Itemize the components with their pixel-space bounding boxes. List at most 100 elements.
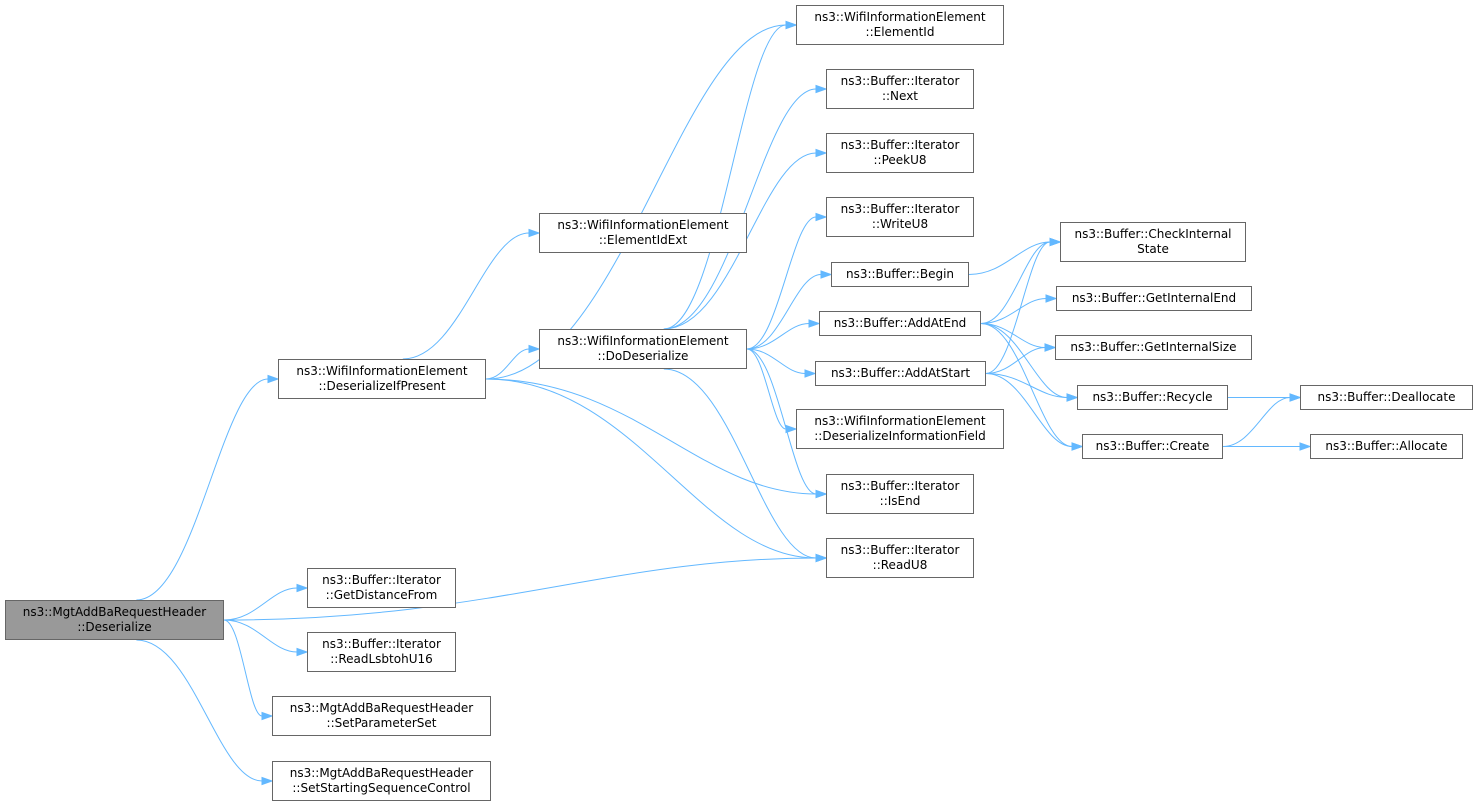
edge-arrowhead: [1066, 393, 1079, 402]
node-label-line: ns3::Buffer::GetInternalEnd: [1071, 291, 1237, 305]
node-label-line: ns3::Buffer::Iterator: [840, 138, 960, 152]
edge-do-deserialize-to-begin: [746, 274, 822, 350]
node-begin[interactable]: ns3::Buffer::Begin: [831, 262, 969, 287]
node-write-u8[interactable]: ns3::Buffer::Iterator::WriteU8: [826, 197, 974, 237]
node-allocate[interactable]: ns3::Buffer::Allocate: [1310, 434, 1463, 459]
edge-deserialize-if-present-to-read-u8: [485, 378, 817, 559]
node-deserialize-information-field[interactable]: ns3::WifiInformationElement::Deserialize…: [796, 409, 1004, 449]
node-get-internal-end[interactable]: ns3::Buffer::GetInternalEnd: [1056, 286, 1252, 311]
node-label-line: ::ElementIdExt: [598, 233, 688, 247]
node-label-line: ::ReadLsbtohU16: [330, 652, 433, 666]
edge-deserialize-to-read-u8: [223, 557, 817, 621]
edge-arrowhead: [815, 148, 828, 158]
edge-deserialize-to-deserialize-if-present: [136, 378, 269, 601]
node-element-id-ext[interactable]: ns3::WifiInformationElement::ElementIdEx…: [539, 213, 747, 253]
node-add-at-start[interactable]: ns3::Buffer::AddAtStart: [815, 361, 986, 386]
edge-add-at-end-to-get-internal-size: [980, 323, 1046, 348]
node-label-line: ns3::Buffer::Iterator: [322, 573, 441, 587]
node-next[interactable]: ns3::Buffer::Iterator::Next: [826, 69, 974, 109]
edge-add-at-start-to-recycle: [985, 373, 1068, 398]
node-read-u8[interactable]: ns3::Buffer::Iterator::ReadU8: [826, 538, 974, 578]
node-label-line: ::DeserializeInformationField: [814, 429, 986, 443]
node-deallocate[interactable]: ns3::Buffer::Deallocate: [1300, 385, 1473, 410]
node-label-line: ns3::MgtAddBaRequestHeader: [22, 605, 207, 619]
node-label-line: ::SetParameterSet: [326, 716, 437, 730]
edge-begin-to-check-internal-state: [968, 241, 1051, 275]
node-add-at-end[interactable]: ns3::Buffer::AddAtEnd: [819, 311, 981, 336]
edge-deserialize-to-set-starting-sequence-control: [136, 639, 263, 782]
node-label-line: ::PeekU8: [873, 153, 927, 167]
node-label-line: ns3::WifiInformationElement: [814, 414, 986, 428]
edge-do-deserialize-to-deserialize-information-field: [746, 348, 787, 430]
edge-do-deserialize-to-read-u8: [663, 368, 817, 559]
edge-arrowhead: [815, 212, 828, 222]
node-label-line: ::ElementId: [865, 25, 935, 39]
node-label-line: ns3::Buffer::Create: [1095, 439, 1210, 453]
node-label-line: ::WriteU8: [871, 217, 929, 231]
node-peek-u8[interactable]: ns3::Buffer::Iterator::PeekU8: [826, 133, 974, 173]
node-do-deserialize[interactable]: ns3::WifiInformationElement::DoDeseriali…: [539, 329, 747, 369]
node-label-line: ns3::Buffer::AddAtEnd: [833, 316, 967, 330]
node-read-lsbtoh-u16[interactable]: ns3::Buffer::Iterator::ReadLsbtohU16: [307, 632, 456, 672]
edge-arrowhead: [1049, 237, 1062, 247]
node-deserialize: ns3::MgtAddBaRequestHeader::Deserialize: [5, 600, 224, 640]
edge-arrowhead: [1044, 343, 1057, 352]
node-label-line: ns3::Buffer::Iterator: [322, 637, 441, 651]
edge-arrowhead: [785, 20, 798, 30]
node-label-line: ns3::Buffer::GetInternalSize: [1070, 340, 1237, 354]
edge-deserialize-if-present-to-element-id: [485, 24, 787, 380]
node-label-line: ns3::Buffer::Begin: [845, 267, 955, 281]
node-set-parameter-set[interactable]: ns3::MgtAddBaRequestHeader::SetParameter…: [272, 696, 491, 736]
edge-arrowhead: [820, 270, 833, 279]
node-label-line: ::IsEnd: [879, 494, 921, 508]
node-label-line: State: [1137, 242, 1169, 256]
node-deserialize-if-present[interactable]: ns3::WifiInformationElement::Deserialize…: [278, 359, 486, 399]
edge-deserialize-to-set-parameter-set: [223, 619, 263, 717]
node-get-internal-size[interactable]: ns3::Buffer::GetInternalSize: [1055, 335, 1252, 360]
edge-arrowhead: [1071, 442, 1084, 451]
node-label-line: ::ReadU8: [872, 558, 928, 572]
node-label-line: ::Deserialize: [77, 620, 152, 634]
node-label-line: ns3::Buffer::Iterator: [840, 543, 960, 557]
node-recycle[interactable]: ns3::Buffer::Recycle: [1077, 385, 1228, 410]
edge-arrowhead: [808, 319, 821, 328]
node-label-line: ::DoDeserialize: [597, 349, 689, 363]
edge-add-at-end-to-recycle: [980, 323, 1068, 398]
edge-arrowhead: [261, 776, 274, 786]
edge-do-deserialize-to-add-at-end: [746, 323, 810, 350]
node-label-line: ::GetDistanceFrom: [325, 588, 438, 602]
node-label-line: ::DeserializeIfPresent: [318, 379, 446, 393]
edge-deserialize-if-present-to-is-end: [485, 378, 817, 495]
node-label-line: ns3::Buffer::Iterator: [840, 479, 960, 493]
node-label-line: ::SetStartingSequenceControl: [292, 781, 471, 795]
edge-create-to-deallocate: [1222, 397, 1291, 447]
edge-add-at-end-to-create: [980, 323, 1073, 447]
edge-add-at-start-to-create: [985, 373, 1073, 447]
edge-add-at-start-to-check-internal-state: [985, 241, 1051, 374]
node-is-end[interactable]: ns3::Buffer::Iterator::IsEnd: [826, 474, 974, 514]
node-label-line: ns3::Buffer::CheckInternal: [1074, 227, 1232, 241]
node-element-id[interactable]: ns3::WifiInformationElement::ElementId: [796, 5, 1004, 45]
node-label-line: ns3::Buffer::Allocate: [1325, 439, 1448, 453]
edge-arrowhead: [1045, 294, 1058, 303]
node-label-line: ns3::Buffer::Iterator: [840, 202, 960, 216]
node-create[interactable]: ns3::Buffer::Create: [1082, 434, 1223, 459]
node-label-line: ::Next: [881, 89, 919, 103]
edge-arrowhead: [528, 228, 541, 238]
edge-do-deserialize-to-element-id: [663, 24, 787, 330]
edge-do-deserialize-to-write-u8: [746, 216, 817, 350]
edge-arrowhead: [815, 84, 828, 94]
node-label-line: ns3::Buffer::Deallocate: [1317, 390, 1456, 404]
edge-arrowhead: [1299, 442, 1312, 451]
edge-add-at-end-to-get-internal-end: [980, 298, 1047, 324]
edge-arrowhead: [528, 344, 541, 354]
edge-arrowhead: [296, 583, 309, 593]
edge-do-deserialize-to-is-end: [746, 348, 817, 495]
node-set-starting-sequence-control[interactable]: ns3::MgtAddBaRequestHeader::SetStartingS…: [272, 761, 491, 801]
edge-deserialize-to-read-lsbtoh-u16: [223, 619, 298, 653]
node-get-distance-from[interactable]: ns3::Buffer::Iterator::GetDistanceFrom: [307, 568, 456, 608]
node-label-line: ns3::Buffer::AddAtStart: [830, 366, 971, 380]
edge-add-at-start-to-get-internal-size: [985, 347, 1046, 374]
